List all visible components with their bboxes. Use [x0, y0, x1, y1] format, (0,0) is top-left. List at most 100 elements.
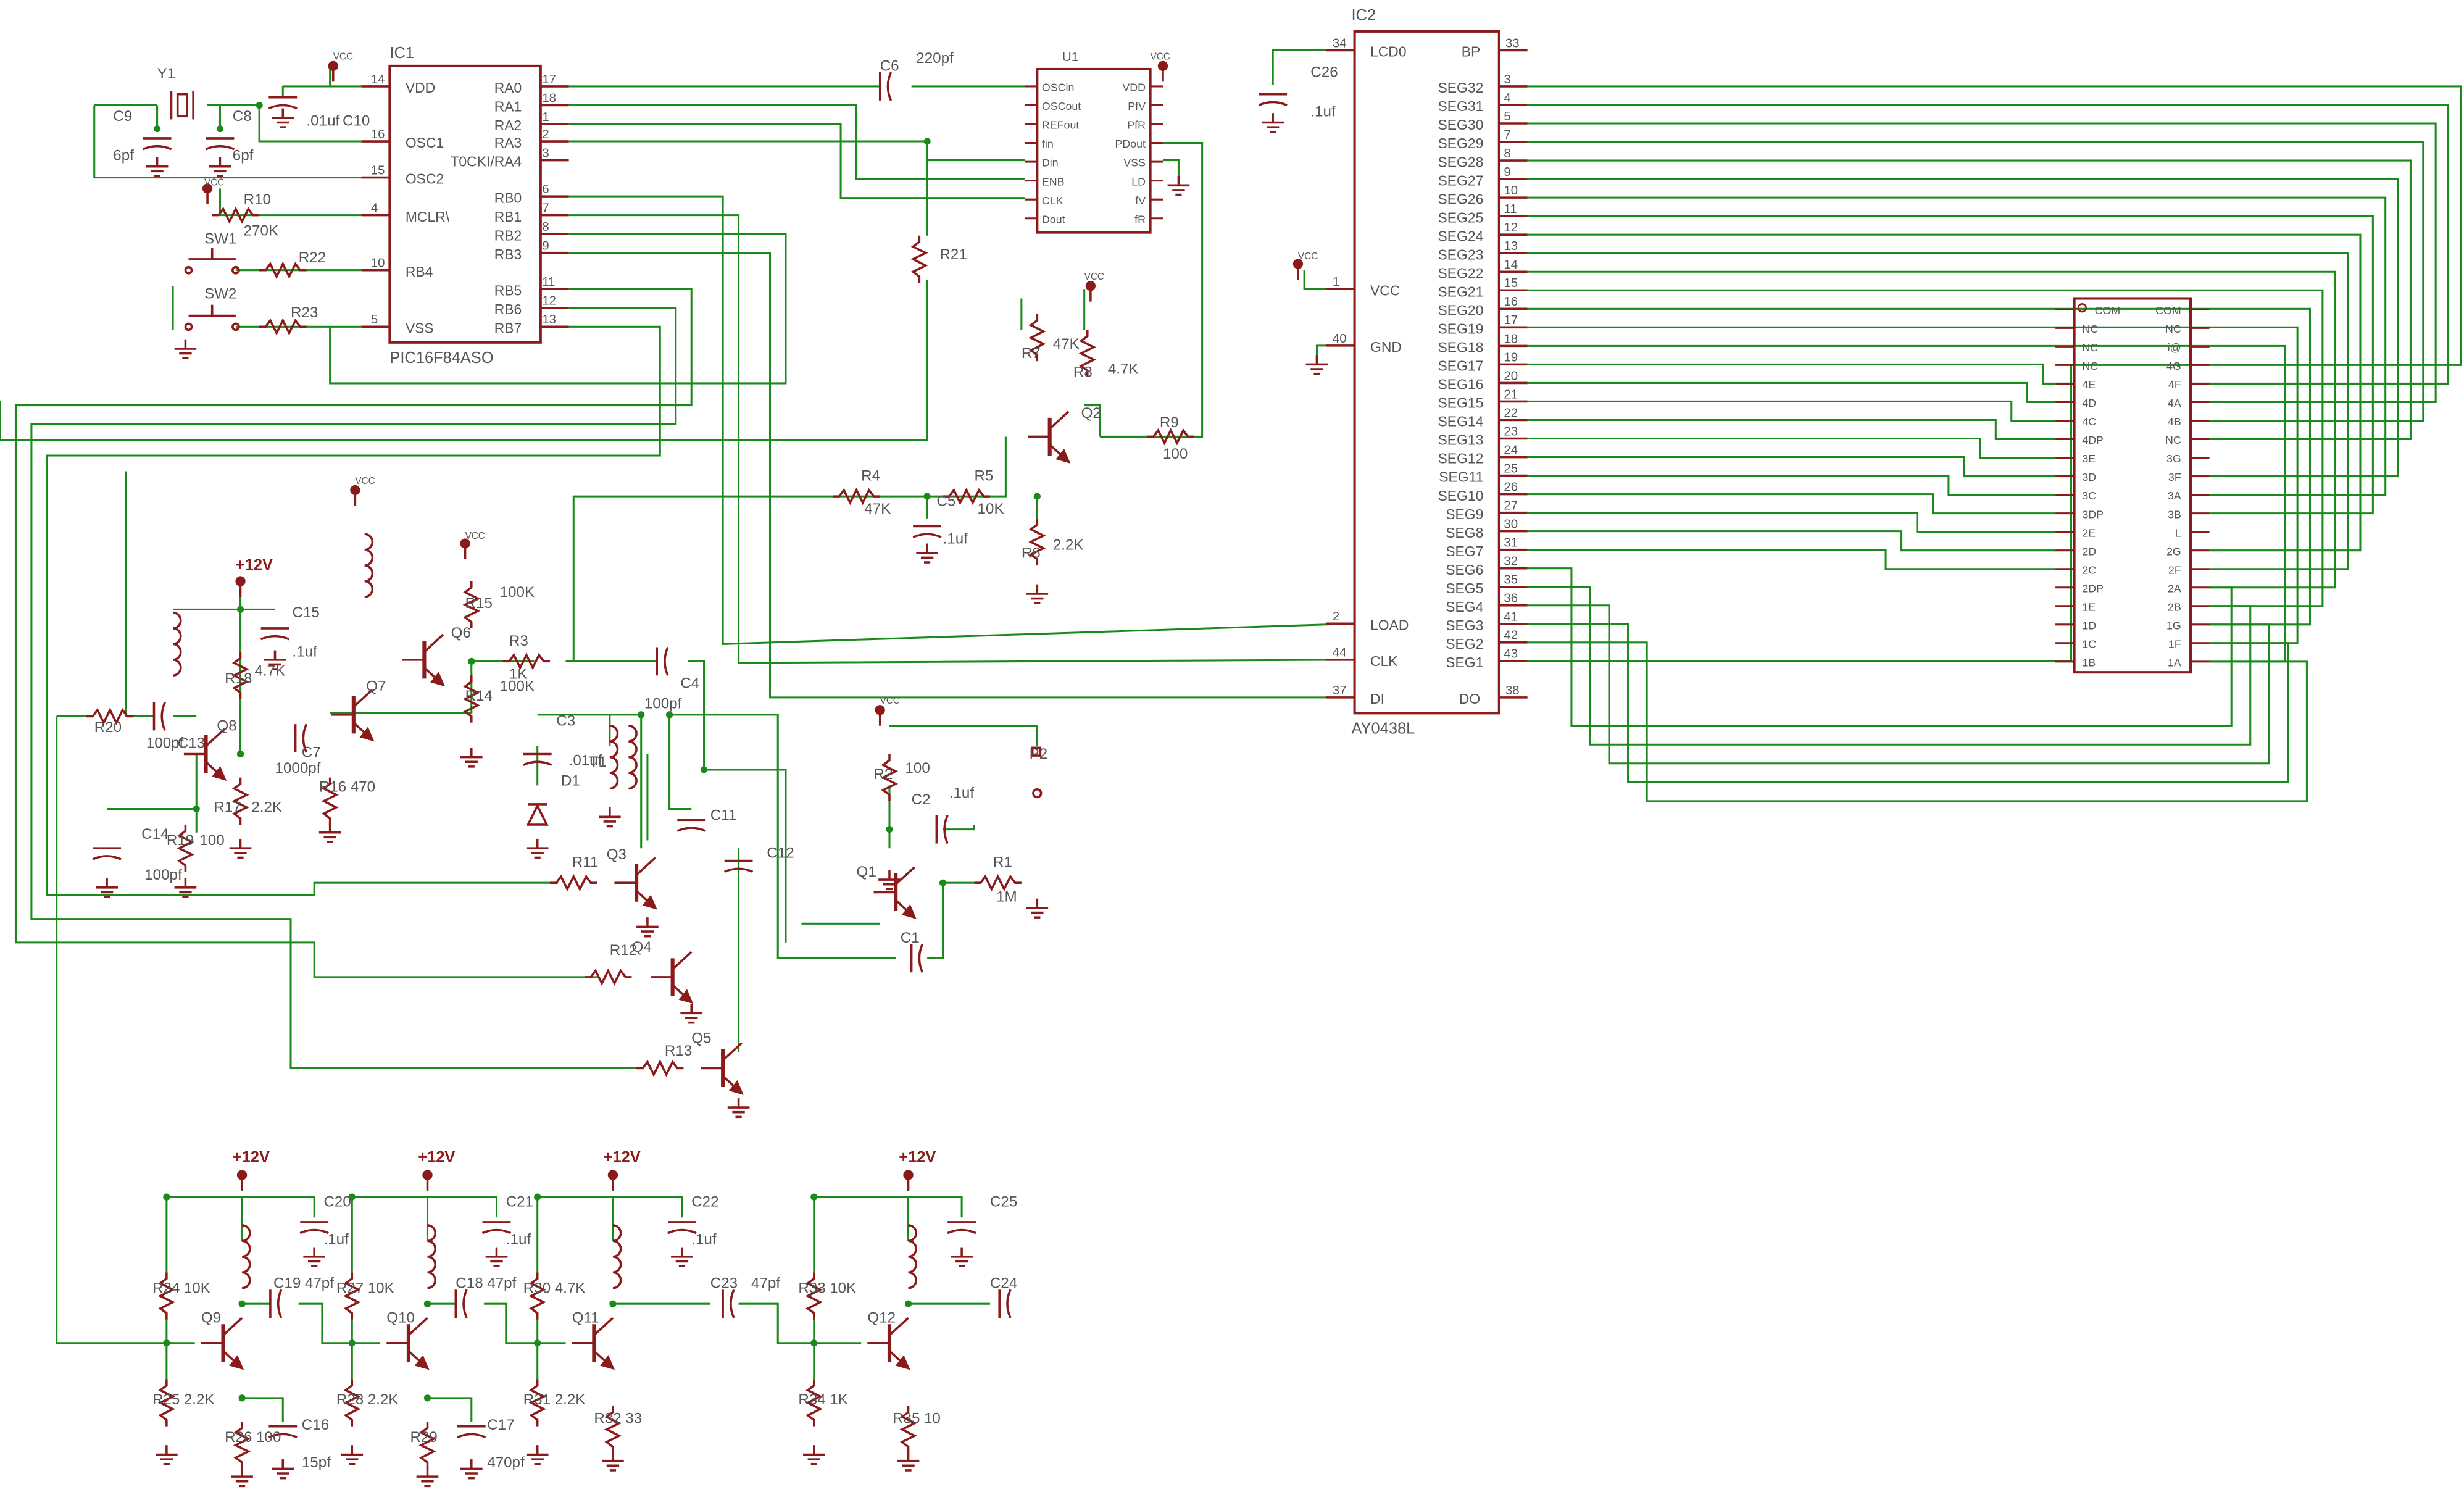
wire [568, 140, 1025, 162]
wire [219, 188, 362, 217]
capacitor-plate [142, 144, 172, 151]
vcc-symbol [202, 183, 213, 204]
resistor [1028, 518, 1046, 566]
component-label: C15 [293, 604, 320, 621]
transistor-collector [205, 728, 226, 748]
ic2-seg-name: SEG29 [1438, 135, 1484, 151]
capacitor-plate [918, 943, 924, 973]
component-label: C5 [936, 493, 955, 509]
resistor [899, 1406, 917, 1453]
resistor [418, 1422, 436, 1469]
component-label: 4.7K [254, 662, 285, 679]
component-label: Q11 [572, 1310, 599, 1327]
npn-transistor [572, 1317, 615, 1370]
wire [1527, 623, 2289, 783]
ic2-pin-number: 44 [1333, 646, 1347, 660]
wire [30, 307, 677, 1069]
resistor [462, 581, 480, 628]
ground-symbol [209, 157, 231, 177]
wire [1527, 326, 2299, 644]
component-label: VCC [1298, 251, 1318, 262]
wire [93, 105, 362, 179]
vcc-symbol [236, 1170, 248, 1191]
resistor [805, 1272, 823, 1320]
component-label: R10 [244, 191, 271, 208]
u1-pin-name: ENB [1042, 175, 1065, 188]
npn-transistor [386, 1317, 430, 1370]
npn-transistor [331, 688, 375, 742]
capacitor [723, 859, 754, 873]
ic1-pin-name: RB6 [494, 301, 522, 317]
label-layer: Y1C96pfC86pfC10.01ufVCCVCCR10270KSW1R22S… [94, 50, 1338, 1471]
ground-symbol [231, 1467, 253, 1488]
component-label: R18 [225, 670, 252, 687]
component-label: 2.2K [184, 1391, 215, 1408]
wire [568, 214, 1355, 664]
ic2-pin-number: 31 [1504, 536, 1518, 550]
lcd-pin-name: 4G [2166, 360, 2181, 372]
component-label: R34 [798, 1391, 825, 1408]
ic1-pin-number: 1 [542, 110, 549, 124]
wire [1527, 233, 2362, 552]
ic1-pin-number: 9 [542, 240, 549, 253]
ground-symbol [96, 878, 118, 898]
pushbutton-switch [184, 248, 240, 275]
ground-symbol [272, 1459, 294, 1480]
component-label: R29 [410, 1429, 437, 1446]
component-label: 47pf [751, 1275, 780, 1292]
ic1-pin-number: 3 [542, 146, 549, 160]
lcd-pin-name: 3F [2168, 471, 2181, 483]
junction-dot [534, 1193, 541, 1201]
inductor [364, 533, 374, 598]
ic2-seg-name: SEG22 [1438, 265, 1484, 281]
connector-pin [1031, 746, 1042, 757]
resistor-zigzag [1028, 314, 1046, 362]
ground-symbol [1305, 355, 1328, 375]
component-label: .1uf [506, 1231, 531, 1248]
lcd-pin-name: 3C [2082, 489, 2096, 502]
resistor [343, 1379, 361, 1427]
component-label: 100K [500, 678, 535, 695]
transformer-t1 [628, 724, 638, 790]
wire [427, 1196, 498, 1218]
wire [1527, 141, 2424, 422]
ic2-pin-number: 43 [1504, 648, 1518, 661]
lcd-pin-name: 2DP [2082, 582, 2104, 594]
lcd-pin-name: 4B [2168, 415, 2181, 428]
wire [1527, 307, 2312, 626]
u1-pin-name: OSCin [1042, 81, 1074, 94]
transistor-arrow [212, 765, 227, 781]
transistor-arrow [901, 904, 917, 919]
junction-dot [236, 750, 244, 758]
wire [14, 288, 693, 978]
component-label: 100 [905, 760, 930, 777]
resistor [462, 675, 480, 723]
wire [1527, 437, 2056, 459]
component-label: 100 [199, 832, 224, 849]
switch-contact [184, 322, 193, 331]
wire [1303, 270, 1355, 290]
component-label: C1 [901, 930, 920, 946]
wire [207, 104, 362, 143]
resistor [231, 652, 249, 699]
ic2-pin-number: 34 [1333, 36, 1347, 50]
wire [1527, 475, 2056, 496]
u1-pin-name: fV [1135, 194, 1146, 207]
capacitor-plate [302, 723, 308, 753]
capacitor [268, 1425, 298, 1439]
wire [1527, 178, 2399, 478]
resistor-zigzag [231, 777, 249, 825]
wire-layer [0, 49, 2462, 1422]
junction-dot [810, 1193, 818, 1201]
component-label: C24 [990, 1275, 1017, 1292]
component-label: VCC [1084, 272, 1104, 282]
component-label: 2.2K [251, 799, 282, 816]
component-label: R16 [319, 779, 346, 796]
ground-symbol [526, 838, 549, 859]
junction-dot [923, 493, 931, 500]
capacitor [523, 752, 552, 766]
ground-symbol [897, 1451, 920, 1472]
ic2-pin-name: GND [1370, 339, 1402, 355]
u1-ref: U1 [1062, 51, 1078, 64]
ic1-pin-name: RB7 [494, 320, 522, 336]
